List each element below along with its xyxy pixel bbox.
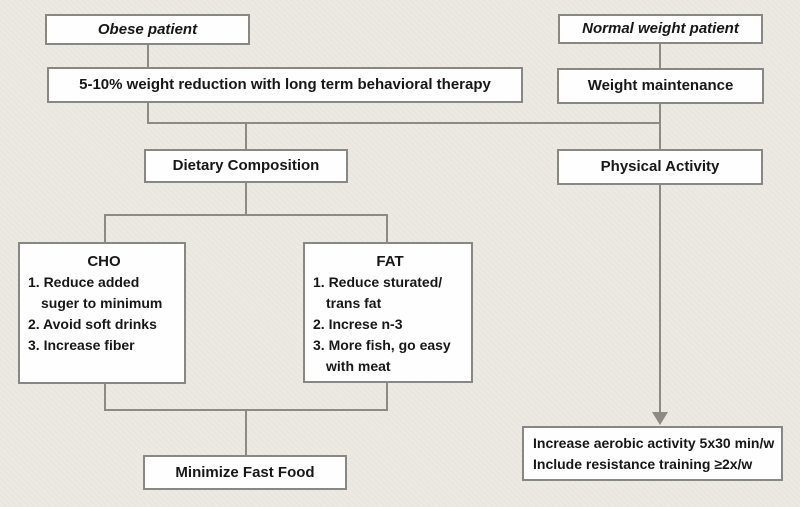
node-fat-item-2: 2. Increse n-3 [313,316,403,332]
node-dietary-composition: Dietary Composition [144,149,348,183]
node-fat: FAT 1. Reduce sturated/ trans fat 2. Inc… [303,242,473,383]
node-cho: CHO 1. Reduce added suger to minimum 2. … [18,242,186,384]
node-fat-title: FAT [376,253,404,270]
node-aerobic-activity: Increase aerobic activity 5x30 min/w Inc… [522,426,783,481]
node-normal-weight-patient-label: Normal weight patient [582,20,739,38]
node-cho-item-2: 2. Avoid soft drinks [28,316,157,332]
node-aerobic-activity-line-1: Increase aerobic activity 5x30 min/w [533,434,775,451]
node-minimize-fast-food: Minimize Fast Food [143,455,347,490]
node-obese-patient-label: Obese patient [97,20,198,38]
node-normal-weight-patient: Normal weight patient [558,14,763,44]
node-cho-item-3: 3. Increase fiber [28,337,135,353]
connector-path [104,44,661,455]
node-weight-maintenance-label: Weight maintenance [587,77,734,95]
node-cho-title: CHO [87,253,121,270]
node-dietary-composition-label: Dietary Composition [172,157,320,175]
node-fat-item-1: 1. Reduce sturated/ trans fat [313,274,443,311]
arrowhead-icon [652,412,668,425]
node-fat-item-3: 3. More fish, go easy with meat [313,337,451,374]
node-cho-item-1: 1. Reduce added suger to minimum [28,274,163,311]
node-physical-activity: Physical Activity [557,149,763,185]
node-weight-maintenance: Weight maintenance [557,68,764,104]
node-physical-activity-label: Physical Activity [600,158,720,176]
node-aerobic-activity-line-2: Include resistance training ≥2x/w [533,455,753,472]
node-weight-reduction: 5-10% weight reduction with long term be… [47,67,523,103]
node-minimize-fast-food-label: Minimize Fast Food [175,463,315,481]
node-weight-reduction-label: 5-10% weight reduction with long term be… [79,76,491,94]
node-obese-patient: Obese patient [45,14,250,45]
